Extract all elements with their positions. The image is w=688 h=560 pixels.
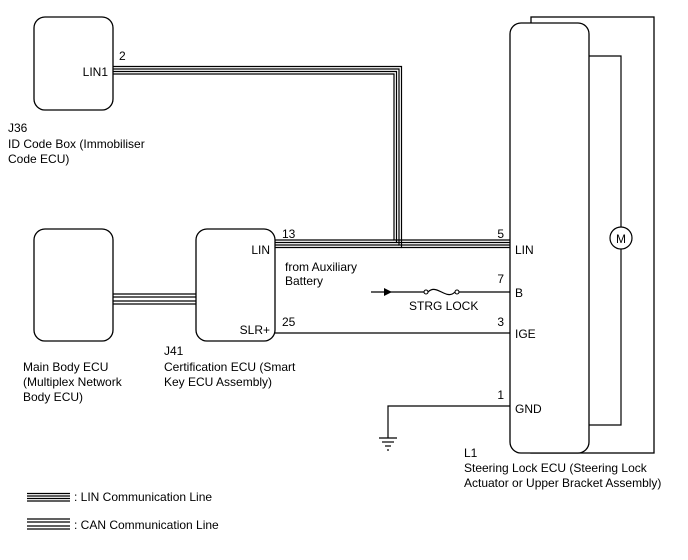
- steering-lock-pin-lin-number: 5: [497, 227, 504, 241]
- id-code-box-code: J36: [8, 121, 28, 135]
- legend-lin-label: : LIN Communication Line: [74, 490, 212, 504]
- main-body-ecu-name-line-3: Body ECU): [23, 390, 83, 404]
- ground-icon: [379, 437, 397, 451]
- main-body-ecu-box: [33, 228, 114, 342]
- id-code-box-name-line-1: ID Code Box (Immobiliser: [8, 137, 145, 151]
- certification-ecu-code: J41: [164, 344, 184, 358]
- steering-lock-name-line-2: Actuator or Upper Bracket Assembly): [464, 476, 661, 490]
- lin-line-id-code-box: [113, 65, 510, 249]
- power-source-line-1: from Auxiliary: [285, 260, 357, 274]
- steering-lock-pin-b-label: B: [515, 286, 523, 300]
- steering-lock-pin-ige-number: 3: [497, 315, 504, 329]
- certification-ecu-box: [195, 228, 276, 342]
- certification-ecu-pin-slr-number: 25: [282, 315, 296, 329]
- steering-lock-name-line-1: Steering Lock ECU (Steering Lock: [464, 461, 648, 475]
- gnd-wire: [387, 405, 510, 438]
- steering-lock-ecu-box: [509, 22, 590, 454]
- fuse-label: STRG LOCK: [409, 299, 478, 313]
- main-body-ecu-name-line-1: Main Body ECU: [23, 360, 108, 374]
- steering-lock-pin-ige-label: IGE: [515, 327, 536, 341]
- motor-label: M: [616, 232, 626, 246]
- steering-lock-pin-b-number: 7: [497, 272, 504, 286]
- id-code-box-pin-label: LIN1: [83, 65, 109, 79]
- steering-lock-pin-lin-label: LIN: [515, 243, 534, 257]
- steering-lock-code: L1: [464, 446, 478, 460]
- legend-can-label: : CAN Communication Line: [74, 518, 219, 532]
- id-code-box-pin-number: 2: [119, 49, 126, 63]
- main-body-ecu-name-line-2: (Multiplex Network: [23, 375, 123, 389]
- certification-ecu-name-line-1: Certification ECU (Smart: [164, 360, 296, 374]
- certification-ecu-name-line-2: Key ECU Assembly): [164, 375, 272, 389]
- lin-line-certification-ecu: [275, 239, 402, 249]
- certification-ecu-pin-slr-label: SLR+: [240, 323, 270, 337]
- steering-lock-pin-gnd-label: GND: [515, 402, 542, 416]
- power-source-line-2: Battery: [285, 274, 323, 288]
- can-line-main-body: [113, 293, 196, 305]
- id-code-box: [33, 16, 114, 111]
- legend-can-swatch: [27, 518, 70, 530]
- certification-ecu-pin-lin-number: 13: [282, 227, 296, 241]
- steering-lock-pin-gnd-number: 1: [497, 388, 504, 402]
- fuse-icon: [423, 288, 460, 296]
- power-arrow-icon: [384, 288, 392, 296]
- certification-ecu-pin-lin-label: LIN: [251, 243, 270, 257]
- legend-lin-swatch: [27, 492, 70, 502]
- id-code-box-name-line-2: Code ECU): [8, 152, 69, 166]
- motor-icon: M: [609, 226, 633, 250]
